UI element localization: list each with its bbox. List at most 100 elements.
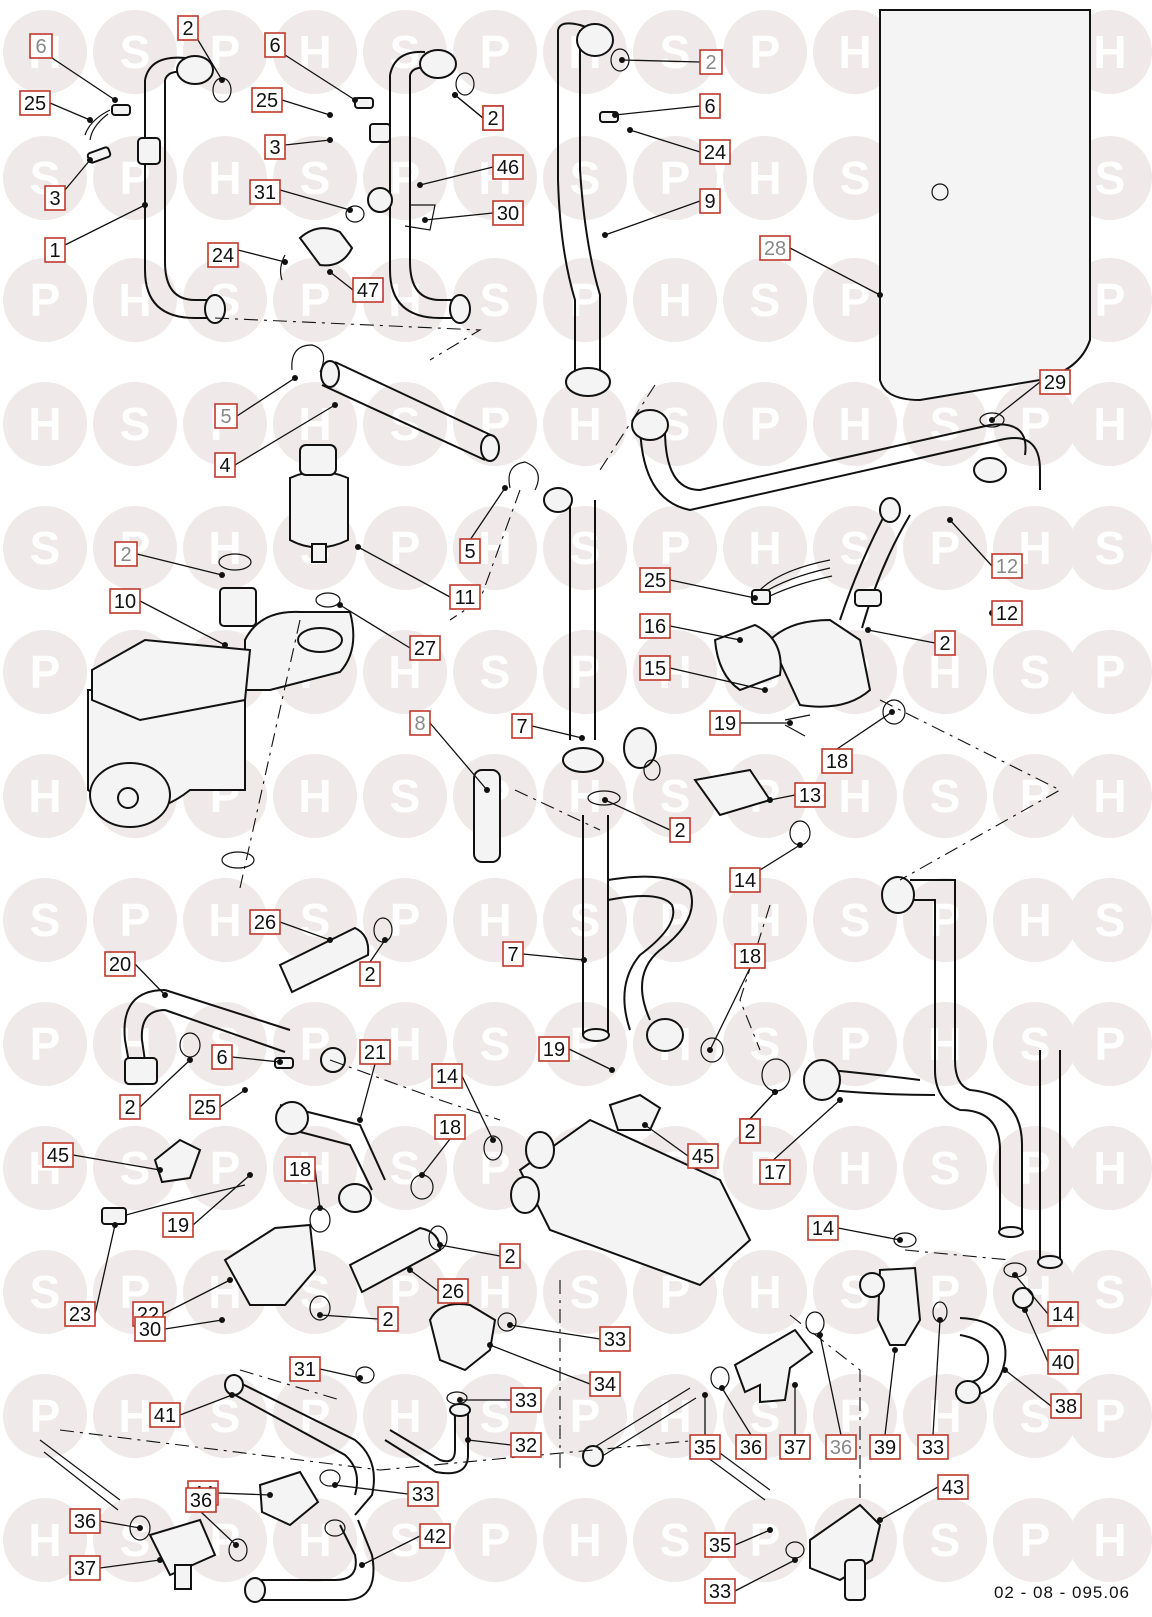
part-label-6[interactable]: 6 <box>699 93 721 119</box>
part-label-36[interactable]: 36 <box>69 1508 101 1534</box>
part-label-16[interactable]: 16 <box>639 613 671 639</box>
part-label-33[interactable]: 33 <box>510 1387 542 1413</box>
part-label-40[interactable]: 40 <box>1047 1349 1079 1375</box>
part-label-17[interactable]: 17 <box>759 1159 791 1185</box>
part-label-26[interactable]: 26 <box>249 909 281 935</box>
part-label-19[interactable]: 19 <box>538 1036 570 1062</box>
part-label-33[interactable]: 33 <box>917 1434 949 1460</box>
leader-dot <box>157 1557 163 1563</box>
part-label-45[interactable]: 45 <box>687 1143 719 1169</box>
part-label-45[interactable]: 45 <box>42 1142 74 1168</box>
part-label-36[interactable]: 36 <box>735 1434 767 1460</box>
part-label-21[interactable]: 21 <box>359 1039 391 1065</box>
part-label-23[interactable]: 23 <box>64 1301 96 1327</box>
part-label-2[interactable]: 2 <box>739 1118 761 1144</box>
part-label-37[interactable]: 37 <box>69 1555 101 1581</box>
part-label-3[interactable]: 3 <box>44 185 66 211</box>
part-label-2[interactable]: 2 <box>177 15 199 41</box>
part-label-24[interactable]: 24 <box>699 139 731 165</box>
part-label-27[interactable]: 27 <box>409 635 441 661</box>
part-label-2[interactable]: 2 <box>119 1094 141 1120</box>
part-label-26[interactable]: 26 <box>437 1278 469 1304</box>
leader-dot <box>419 1172 425 1178</box>
part-label-37[interactable]: 37 <box>779 1434 811 1460</box>
part-label-42[interactable]: 42 <box>419 1523 451 1549</box>
part-label-6[interactable]: 6 <box>29 33 53 59</box>
part-label-14[interactable]: 14 <box>729 867 761 893</box>
part-label-35[interactable]: 35 <box>689 1434 721 1460</box>
part-label-5[interactable]: 5 <box>214 403 238 429</box>
part-label-4[interactable]: 4 <box>214 452 236 478</box>
part-label-33[interactable]: 33 <box>599 1326 631 1352</box>
part-label-30[interactable]: 30 <box>134 1316 166 1342</box>
part-label-2[interactable]: 2 <box>669 817 691 843</box>
part-label-33[interactable]: 33 <box>704 1578 736 1604</box>
part-label-18[interactable]: 18 <box>284 1156 316 1182</box>
part-label-box <box>44 185 66 211</box>
part-label-9[interactable]: 9 <box>699 188 721 214</box>
part-label-46[interactable]: 46 <box>492 154 524 180</box>
part-label-25[interactable]: 25 <box>251 87 283 113</box>
part-label-32[interactable]: 32 <box>510 1432 542 1458</box>
part-label-11[interactable]: 11 <box>449 584 481 610</box>
part-label-28[interactable]: 28 <box>759 235 791 261</box>
part-label-13[interactable]: 13 <box>794 782 826 808</box>
part-label-10[interactable]: 10 <box>109 588 141 614</box>
part-label-12[interactable]: 12 <box>991 553 1023 579</box>
part-label-2[interactable]: 2 <box>699 49 723 75</box>
part-label-2[interactable]: 2 <box>499 1243 521 1269</box>
part-label-6[interactable]: 6 <box>211 1044 233 1070</box>
part-label-2[interactable]: 2 <box>359 961 381 987</box>
part-label-18[interactable]: 18 <box>734 943 766 969</box>
part-label-41[interactable]: 41 <box>149 1402 181 1428</box>
part-11-vent-cap <box>299 444 337 476</box>
part-label-14[interactable]: 14 <box>431 1063 463 1089</box>
part-label-36[interactable]: 36 <box>825 1434 857 1460</box>
part-label-47[interactable]: 47 <box>352 277 384 303</box>
part-number-text: 45 <box>47 1145 69 1167</box>
part-label-5[interactable]: 5 <box>459 538 481 564</box>
part-label-25[interactable]: 25 <box>189 1094 221 1120</box>
watermark-circle <box>363 754 447 838</box>
part-label-1[interactable]: 1 <box>44 237 66 263</box>
part-12-nut-right <box>973 457 1007 483</box>
part-label-8[interactable]: 8 <box>409 710 431 736</box>
part-label-29[interactable]: 29 <box>1039 369 1071 395</box>
part-label-14[interactable]: 14 <box>1047 1301 1079 1327</box>
part-label-19[interactable]: 19 <box>162 1212 194 1238</box>
part-label-31[interactable]: 31 <box>249 179 281 205</box>
leader-dot <box>737 637 743 643</box>
part-label-2[interactable]: 2 <box>934 630 956 656</box>
part-label-43[interactable]: 43 <box>937 1474 969 1500</box>
part-label-2[interactable]: 2 <box>114 541 138 567</box>
part-label-7[interactable]: 7 <box>502 941 524 967</box>
part-label-7[interactable]: 7 <box>511 713 533 739</box>
part-label-25[interactable]: 25 <box>19 90 51 116</box>
part-label-18[interactable]: 18 <box>821 748 853 774</box>
part-label-2[interactable]: 2 <box>377 1306 399 1332</box>
part-label-18[interactable]: 18 <box>434 1114 466 1140</box>
leader-dot <box>382 937 388 943</box>
part-label-20[interactable]: 20 <box>104 951 136 977</box>
part-label-31[interactable]: 31 <box>289 1356 321 1382</box>
part-label-25[interactable]: 25 <box>639 567 671 593</box>
part-label-6[interactable]: 6 <box>264 32 286 58</box>
part-label-38[interactable]: 38 <box>1050 1393 1082 1419</box>
part-label-33[interactable]: 33 <box>407 1481 439 1507</box>
part-label-15[interactable]: 15 <box>639 655 671 681</box>
part-label-30[interactable]: 30 <box>492 200 524 226</box>
part-label-39[interactable]: 39 <box>869 1434 901 1460</box>
part-41-pipe <box>229 1377 375 1516</box>
watermark-badge: P <box>3 1002 87 1086</box>
part-label-34[interactable]: 34 <box>589 1371 621 1397</box>
leader-dot <box>247 1172 253 1178</box>
part-label-24[interactable]: 24 <box>207 242 239 268</box>
part-label-2[interactable]: 2 <box>482 105 504 131</box>
part-label-35[interactable]: 35 <box>704 1532 736 1558</box>
part-label-19[interactable]: 19 <box>709 710 741 736</box>
part-label-12[interactable]: 12 <box>991 600 1023 626</box>
part-label-14[interactable]: 14 <box>807 1215 839 1241</box>
part-label-3[interactable]: 3 <box>264 134 286 160</box>
part-label-36[interactable]: 36 <box>185 1487 217 1513</box>
part-number-text: 2 <box>939 633 950 655</box>
